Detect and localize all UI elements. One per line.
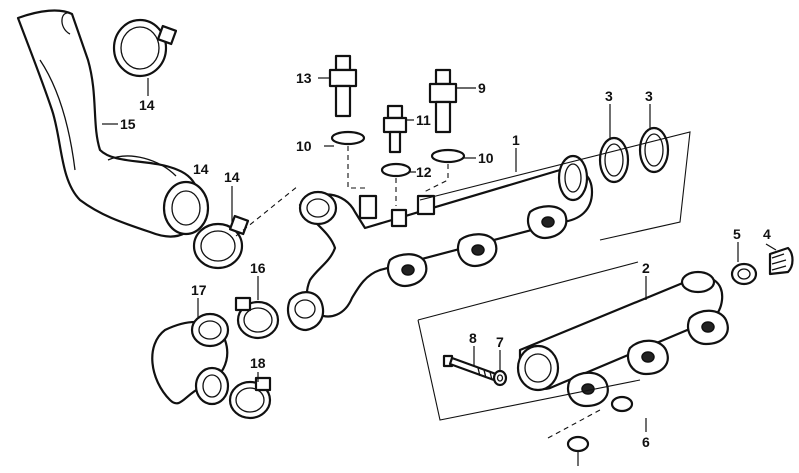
manifold-pipe-1 [298,154,594,318]
callout-14-mid-a: 14 [193,161,209,177]
callout-2: 2 [642,260,650,276]
leader-lines [102,77,777,466]
elbow-pipe [286,291,325,332]
callout-14-upper: 14 [139,97,155,113]
plug-4 [768,246,794,276]
hose-clamp-upper [112,18,178,78]
callout-10-right: 10 [478,150,494,166]
hose-clamp-18 [228,376,272,420]
callout-9: 9 [478,80,486,96]
callout-12: 12 [416,164,432,180]
seal-ring-3b [638,126,670,174]
callout-6: 6 [642,434,650,450]
frame-lower [417,261,641,421]
hose-clamp-middle [192,214,250,270]
seal-ring-3a [598,136,630,184]
temp-sensor-13 [328,54,366,146]
callout-16: 16 [250,260,266,276]
callout-5: 5 [733,226,741,242]
callout-11: 11 [416,112,431,128]
dash-hose-manifold [235,185,299,237]
callout-10-left: 10 [296,138,312,154]
temp-sensor-11 [380,104,412,178]
hose-15 [16,9,210,238]
dash-ring6 [547,409,601,439]
callout-1: 1 [512,132,520,148]
seal-ring-5 [730,262,758,286]
callout-7: 7 [496,334,504,350]
callout-3-right: 3 [645,88,653,104]
callout-13: 13 [296,70,312,86]
callout-3-left: 3 [605,88,613,104]
callout-8: 8 [469,330,477,346]
hose-clamp-16 [234,296,280,340]
frame-upper [419,131,691,241]
temp-sensor-9 [428,68,466,164]
hose-17 [151,312,230,406]
callout-17: 17 [191,282,207,298]
washer-7 [492,369,508,387]
dash-sensor-13 [347,146,366,189]
callout-18: 18 [250,355,266,371]
seal-ring-6a [610,395,634,413]
callout-14-mid-b: 14 [224,169,240,185]
manifold-pipe-2 [516,270,729,408]
callout-labels: 15 14 14 14 13 11 9 10 10 12 1 3 3 5 4 2… [120,70,771,450]
callout-15: 15 [120,116,136,132]
bolt-8 [442,354,498,382]
seal-ring-6b [566,435,590,453]
callout-4: 4 [763,226,771,242]
